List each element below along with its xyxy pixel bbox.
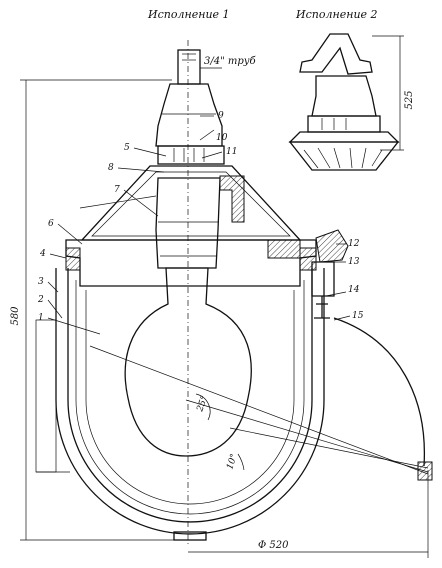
callout-6: 6 — [48, 219, 54, 229]
callout-2: 2 — [37, 295, 44, 305]
callout-3: 3 — [38, 277, 44, 287]
caption-variant-1: Исполнение 1 — [147, 8, 230, 21]
callout-11: 11 — [226, 147, 237, 157]
angle-25: 25° — [195, 395, 210, 414]
angle-10: 10° — [225, 453, 239, 471]
callout-12: 12 — [348, 239, 360, 249]
callout-5: 5 — [124, 143, 130, 153]
callout-13: 13 — [348, 257, 360, 267]
callout-8: 8 — [108, 163, 114, 173]
callout-1: 1 — [38, 313, 44, 323]
callout-14: 14 — [348, 285, 360, 295]
callout-numbers: 1 2 3 4 5 6 7 8 9 10 11 12 13 14 15 — [37, 111, 364, 323]
caption-variant-2: Исполнение 2 — [295, 8, 378, 21]
pipe-label: 3/4" труб — [204, 56, 257, 67]
variant-2-fixture — [288, 33, 404, 171]
height-dimension-line — [20, 79, 174, 541]
dimension-diameter: Φ 520 — [258, 540, 289, 551]
dimension-580: 580 — [10, 306, 21, 326]
callout-10: 10 — [216, 133, 228, 143]
callout-leaders — [47, 115, 351, 335]
diameter-dimension-line — [188, 470, 429, 558]
callout-15: 15 — [352, 311, 364, 321]
callout-4: 4 — [39, 249, 46, 259]
dimension-525: 525 — [404, 90, 415, 109]
callout-7: 7 — [114, 185, 120, 195]
callout-9: 9 — [218, 111, 224, 121]
